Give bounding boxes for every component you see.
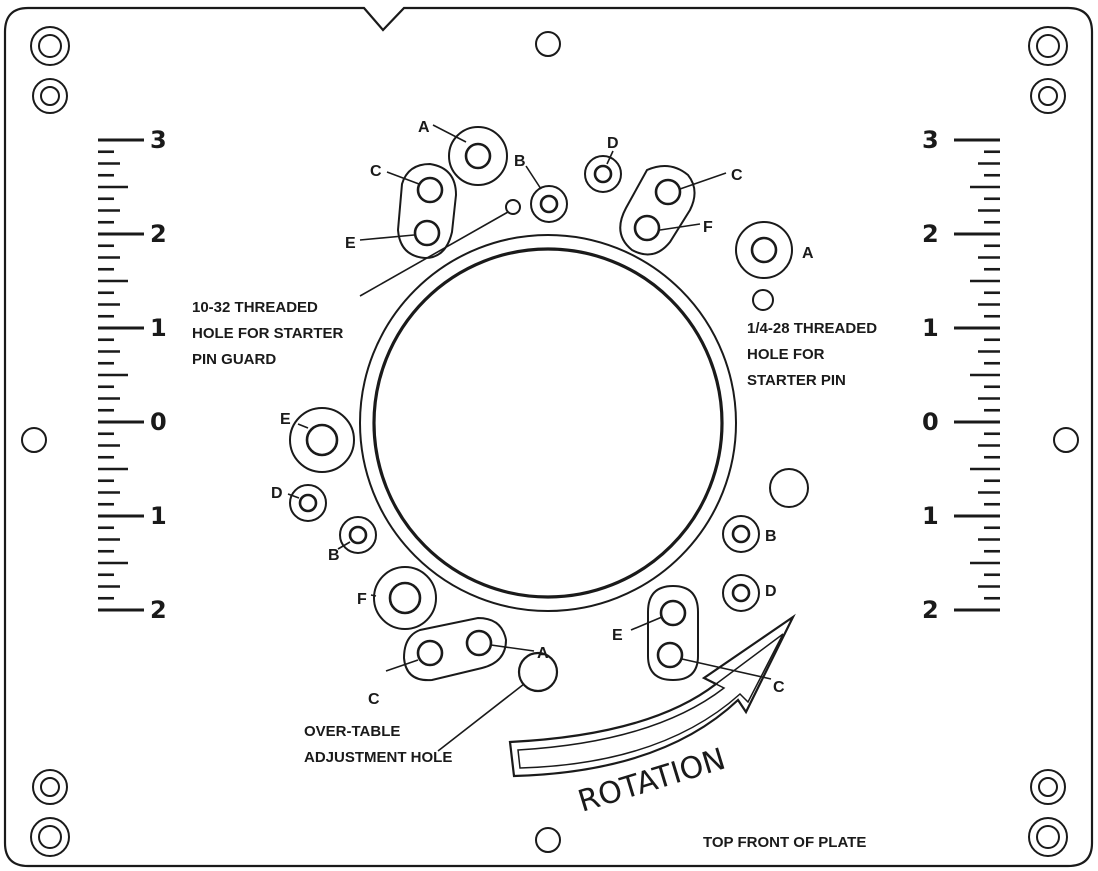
edge-hole-bottom — [535, 827, 561, 853]
left-ruler — [98, 138, 144, 612]
hole-label-top-a: A — [418, 119, 430, 136]
edge-hole-top — [535, 31, 561, 57]
hole-bottom-f — [373, 566, 437, 630]
hole-label-right-d: D — [765, 583, 777, 600]
adjustment-hole-callout-line-2: ADJUSTMENT HOLE — [304, 749, 452, 766]
starter-pin-guard-callout-line-1: 10-32 THREADED — [192, 299, 318, 316]
hole-bottom-a — [465, 629, 493, 657]
plate-outline — [3, 6, 1094, 868]
rotation-arrow-inner — [517, 633, 784, 769]
corner-hole-bottom-left-1 — [32, 769, 68, 805]
starter-pin-callout-line-2: HOLE FOR — [747, 346, 825, 363]
edge-hole-right — [1053, 427, 1079, 453]
left-scale-label-2-top: 2 — [150, 220, 167, 248]
starter-pin-callout-line-3: STARTER PIN — [747, 372, 846, 389]
corner-hole-bottom-right-1 — [1030, 769, 1066, 805]
hole-label-right-b: B — [765, 528, 777, 545]
slot-right-c-f — [619, 165, 696, 256]
hole-label-top-d: D — [607, 135, 619, 152]
rotation-label: ROTATION — [574, 742, 729, 820]
starter-pin-hole — [752, 289, 774, 311]
slot-top-c-e — [396, 162, 458, 260]
corner-hole-bottom-left-2 — [30, 817, 70, 857]
plate-front-label: TOP FRONT OF PLATE — [703, 834, 866, 851]
starter-pin-guard-callout-line-2: HOLE FOR STARTER — [192, 325, 344, 342]
corner-holes — [30, 26, 1068, 857]
hole-label-bottom-c: C — [368, 691, 380, 708]
left-scale-label-1-bottom: 1 — [150, 502, 167, 530]
corner-hole-top-left-2 — [32, 78, 68, 114]
corner-hole-top-right-1 — [1028, 26, 1068, 66]
hole-left-e — [289, 407, 355, 473]
left-scale-label-1-top: 1 — [150, 314, 167, 342]
hole-label-bottom-a: A — [537, 645, 549, 662]
hole-label-left-b: B — [328, 547, 340, 564]
adjustment-hole-callout-line-1: OVER-TABLE — [304, 723, 400, 740]
hole-top-d — [584, 155, 622, 193]
leader-lines — [287, 124, 772, 752]
hole-left-b — [339, 516, 377, 554]
left-scale-label-2-bottom: 2 — [150, 596, 167, 624]
hole-label-right-f: F — [703, 219, 713, 236]
hole-right-d — [722, 574, 760, 612]
hole-right-c — [654, 178, 682, 206]
hole-label-top-c: C — [370, 163, 382, 180]
adjustment-hole — [517, 651, 559, 693]
slot-bottom-c-a — [402, 616, 508, 682]
slot-right-e-c — [647, 584, 699, 682]
hole-top-a — [448, 126, 508, 186]
hole-right-plain — [769, 468, 809, 508]
hole-top-e — [413, 219, 441, 247]
rotation-arrow — [508, 613, 796, 778]
hole-label-right-e: E — [612, 627, 623, 644]
right-scale-label-2-top: 2 — [922, 220, 939, 248]
right-scale-label-3: 3 — [922, 126, 939, 154]
edge-hole-left — [21, 427, 47, 453]
corner-hole-top-left-1 — [30, 26, 70, 66]
hole-label-bottom-f: F — [357, 591, 367, 608]
center-opening-inner — [372, 247, 724, 599]
hole-bottom-c — [416, 639, 444, 667]
hole-right-c2 — [656, 641, 684, 669]
corner-hole-bottom-right-2 — [1028, 817, 1068, 857]
left-scale-label-0: 0 — [150, 408, 167, 436]
right-scale-label-1-bottom: 1 — [922, 502, 939, 530]
starter-pin-guard-callout-line-3: PIN GUARD — [192, 351, 276, 368]
hole-label-top-b: B — [514, 153, 526, 170]
hole-label-right-a: A — [802, 245, 814, 262]
hole-label-right-c: C — [731, 167, 743, 184]
hole-top-c — [416, 176, 444, 204]
starter-pin-callout-line-1: 1/4-28 THREADED — [747, 320, 877, 337]
hole-label-top-e: E — [345, 235, 356, 252]
right-scale-label-0: 0 — [922, 408, 939, 436]
hole-top-b — [530, 185, 568, 223]
hole-label-right-c2: C — [773, 679, 785, 696]
left-scale-label-3: 3 — [150, 126, 167, 154]
right-scale-label-2-bottom: 2 — [922, 596, 939, 624]
hole-right-e — [659, 599, 687, 627]
hole-right-b — [722, 515, 760, 553]
starter-pin-guard-hole — [505, 199, 521, 215]
hole-left-d — [289, 484, 327, 522]
hole-label-left-e: E — [280, 411, 291, 428]
hole-right-f — [633, 214, 661, 242]
right-scale-label-1-top: 1 — [922, 314, 939, 342]
right-ruler — [954, 138, 1000, 612]
hole-label-left-d: D — [271, 485, 283, 502]
corner-hole-top-right-2 — [1030, 78, 1066, 114]
center-opening-outer — [359, 234, 737, 612]
hole-right-a — [735, 221, 793, 279]
